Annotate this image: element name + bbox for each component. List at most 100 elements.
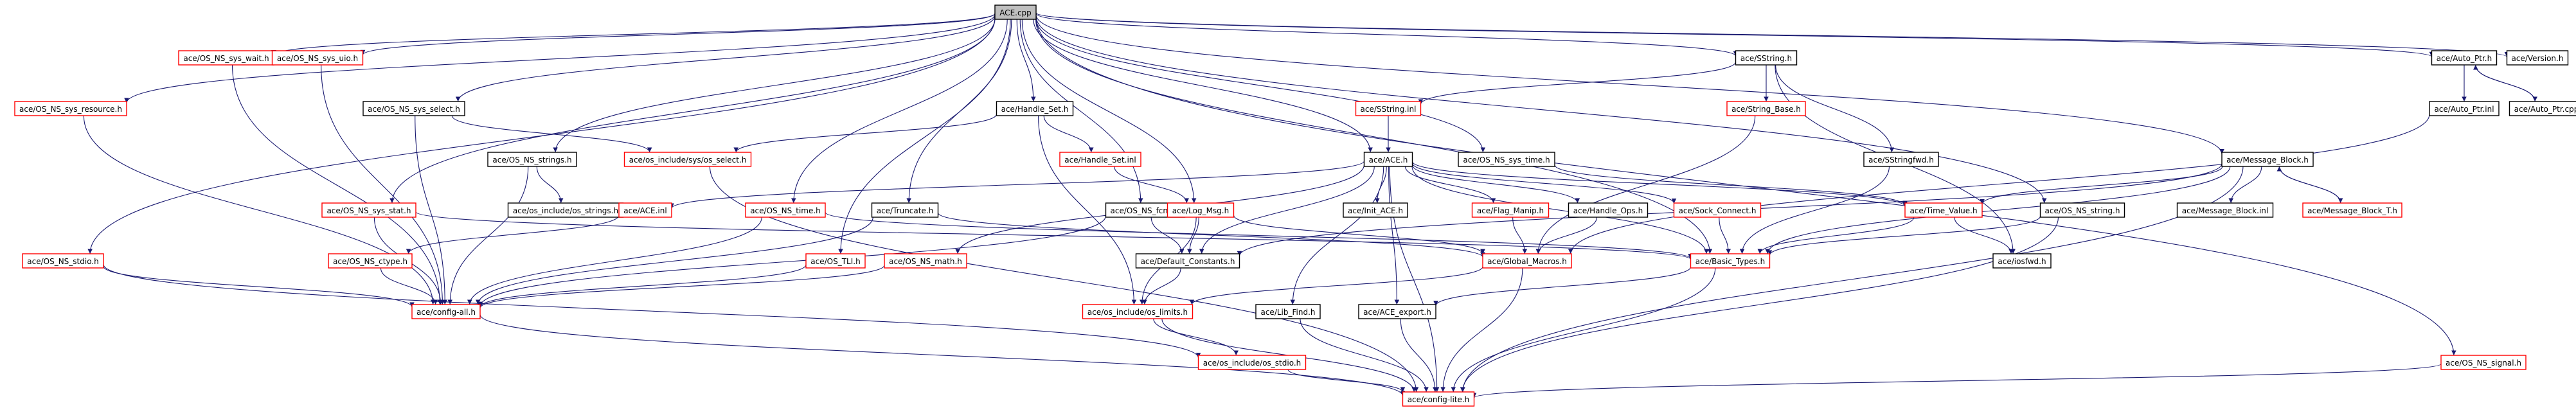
node-os-include-os-stdio[interactable]: ace/os_include/os_stdio.h xyxy=(1197,355,1307,370)
node-box[interactable] xyxy=(1458,152,1555,167)
node-lib-find-h[interactable]: ace/Lib_Find.h xyxy=(1255,304,1321,319)
node-os-ns-time[interactable]: ace/OS_NS_time.h xyxy=(745,202,826,218)
node-iosfwd-h[interactable]: ace/iosfwd.h xyxy=(1992,253,2052,269)
node-label: ace/OS_NS_ctype.h xyxy=(333,257,407,266)
node-box[interactable] xyxy=(22,253,104,269)
node-box[interactable] xyxy=(1471,202,1550,218)
node-os-ns-stdio[interactable]: ace/OS_NS_stdio.h xyxy=(22,253,104,269)
node-os-ns-sys-select[interactable]: ace/OS_NS_sys_select.h xyxy=(362,101,465,116)
node-os-include-os-strings[interactable]: ace/os_include/os_strings.h xyxy=(507,202,624,218)
node-box[interactable] xyxy=(884,253,967,269)
node-config-lite-h[interactable]: ace/config-lite.h xyxy=(1402,391,1475,407)
node-handle-set-h[interactable]: ace/Handle_Set.h xyxy=(996,101,1074,116)
node-os-ns-signal[interactable]: ace/OS_NS_signal.h xyxy=(2440,355,2527,370)
node-box[interactable] xyxy=(1673,202,1762,218)
node-box[interactable] xyxy=(2509,101,2576,116)
node-os-ns-sys-resource[interactable]: ace/OS_NS_sys_resource.h xyxy=(14,101,127,116)
node-box[interactable] xyxy=(1863,152,1939,167)
node-config-all-h[interactable]: ace/config-all.h xyxy=(411,304,481,319)
node-basic-types-h[interactable]: ace/Basic_Types.h xyxy=(1690,253,1771,269)
node-auto-ptr-cpp[interactable]: ace/Auto_Ptr.cpp xyxy=(2509,101,2576,116)
node-os-ns-math[interactable]: ace/OS_NS_math.h xyxy=(884,253,967,269)
node-box[interactable] xyxy=(1735,50,1798,66)
node-sock-connect-h[interactable]: ace/Sock_Connect.h xyxy=(1673,202,1762,218)
node-string-base-h[interactable]: ace/String_Base.h xyxy=(1726,101,1806,116)
node-sstring-inl[interactable]: ace/SString.inl xyxy=(1355,101,1422,116)
node-box[interactable] xyxy=(2176,202,2274,218)
node-box[interactable] xyxy=(1343,202,1408,218)
node-box[interactable] xyxy=(618,202,672,218)
node-box[interactable] xyxy=(2431,50,2498,66)
node-box[interactable] xyxy=(745,202,826,218)
node-box[interactable] xyxy=(2039,202,2125,218)
node-log-msg-h[interactable]: ace/Log_Msg.h xyxy=(1167,202,1235,218)
node-auto-ptr-h[interactable]: ace/Auto_Ptr.h xyxy=(2431,50,2498,66)
node-version-h[interactable]: ace/Version.h xyxy=(2506,50,2569,66)
node-ace-cpp[interactable]: ACE.cpp xyxy=(994,4,1037,20)
node-box[interactable] xyxy=(411,304,481,319)
node-global-macros-h[interactable]: ace/Global_Macros.h xyxy=(1482,253,1572,269)
node-message-block-inl[interactable]: ace/Message_Block.inl xyxy=(2176,202,2274,218)
node-box[interactable] xyxy=(1358,304,1436,319)
node-message-block-h[interactable]: ace/Message_Block.h xyxy=(2221,152,2314,167)
edge-message-block-t-h-to-message-block-h xyxy=(2276,166,2341,204)
node-box[interactable] xyxy=(1482,253,1572,269)
node-ace-h[interactable]: ace/ACE.h xyxy=(1363,152,1413,167)
node-box[interactable] xyxy=(1355,101,1422,116)
node-box[interactable] xyxy=(1992,253,2052,269)
node-box[interactable] xyxy=(623,152,752,167)
node-os-ns-strings[interactable]: ace/OS_NS_strings.h xyxy=(487,152,577,167)
node-time-value-h[interactable]: ace/Time_Value.h xyxy=(1904,202,1983,218)
node-box[interactable] xyxy=(362,101,465,116)
node-sstringfwd-h[interactable]: ace/SStringfwd.h xyxy=(1863,152,1939,167)
node-box[interactable] xyxy=(14,101,127,116)
node-handle-set-inl[interactable]: ace/Handle_Set.inl xyxy=(1059,152,1141,167)
node-box[interactable] xyxy=(2506,50,2569,66)
node-box[interactable] xyxy=(1904,202,1983,218)
node-box[interactable] xyxy=(1402,391,1475,407)
node-os-ns-string[interactable]: ace/OS_NS_string.h xyxy=(2039,202,2125,218)
node-os-ns-sys-uio[interactable]: ace/OS_NS_sys_uio.h xyxy=(271,50,364,66)
node-box[interactable] xyxy=(871,202,939,218)
node-os-ns-fcntl[interactable]: ace/OS_NS_fcntl.h xyxy=(1105,202,1186,218)
node-box[interactable] xyxy=(1135,253,1240,269)
node-os-tli-h[interactable]: ace/OS_TLI.h xyxy=(805,253,866,269)
node-box[interactable] xyxy=(1726,101,1806,116)
node-box[interactable] xyxy=(1059,152,1141,167)
node-box[interactable] xyxy=(1690,253,1771,269)
node-init-ace-h[interactable]: ace/Init_ACE.h xyxy=(1343,202,1408,218)
node-truncate-h[interactable]: ace/Truncate.h xyxy=(871,202,939,218)
node-message-block-t-h[interactable]: ace/Message_Block_T.h xyxy=(2302,202,2402,218)
node-box[interactable] xyxy=(328,253,413,269)
node-os-ns-sys-time[interactable]: ace/OS_NS_sys_time.h xyxy=(1458,152,1555,167)
node-box[interactable] xyxy=(2302,202,2402,218)
node-box[interactable] xyxy=(996,101,1074,116)
node-handle-ops-h[interactable]: ace/Handle_Ops.h xyxy=(1568,202,1649,218)
node-os-ns-sys-stat[interactable]: ace/OS_NS_sys_stat.h xyxy=(321,202,416,218)
node-box[interactable] xyxy=(1167,202,1235,218)
node-box[interactable] xyxy=(1082,304,1194,319)
node-ace-inl[interactable]: ace/ACE.inl xyxy=(618,202,672,218)
node-os-include-sys-select[interactable]: ace/os_include/sys/os_select.h xyxy=(623,152,752,167)
node-flag-manip-h[interactable]: ace/Flag_Manip.h xyxy=(1471,202,1550,218)
node-box[interactable] xyxy=(1363,152,1413,167)
node-os-ns-ctype[interactable]: ace/OS_NS_ctype.h xyxy=(328,253,413,269)
node-os-ns-sys-wait[interactable]: ace/OS_NS_sys_wait.h xyxy=(178,50,274,66)
node-box[interactable] xyxy=(1255,304,1321,319)
node-box[interactable] xyxy=(321,202,416,218)
node-box[interactable] xyxy=(994,4,1037,20)
node-box[interactable] xyxy=(2429,101,2500,116)
node-box[interactable] xyxy=(2221,152,2314,167)
edge-ace-cpp-to-os-ns-strings xyxy=(553,18,996,153)
node-default-constants-h[interactable]: ace/Default_Constants.h xyxy=(1135,253,1240,269)
node-box[interactable] xyxy=(2440,355,2527,370)
node-ace-export-h[interactable]: ace/ACE_export.h xyxy=(1358,304,1436,319)
node-box[interactable] xyxy=(1568,202,1649,218)
node-box[interactable] xyxy=(487,152,577,167)
node-box[interactable] xyxy=(805,253,866,269)
node-auto-ptr-inl[interactable]: ace/Auto_Ptr.inl xyxy=(2429,101,2500,116)
node-box[interactable] xyxy=(271,50,364,66)
node-box[interactable] xyxy=(1197,355,1307,370)
node-os-include-os-limits[interactable]: ace/os_include/os_limits.h xyxy=(1082,304,1194,319)
node-sstring-h[interactable]: ace/SString.h xyxy=(1735,50,1798,66)
